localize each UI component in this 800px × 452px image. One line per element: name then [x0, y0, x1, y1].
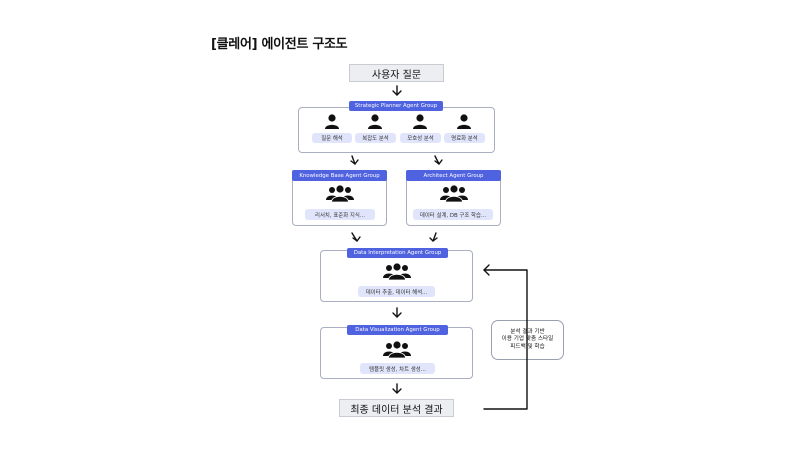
- data-visualization-item: 템플릿 생성, 차트 생성...: [360, 363, 435, 374]
- data-interpretation-item: 데이터 추출, 데이터 해석...: [358, 286, 435, 297]
- people-group-icon: [326, 184, 354, 202]
- people-group-icon: [440, 184, 468, 202]
- strategic-planner-header: Strategic Planner Agent Group: [349, 101, 443, 111]
- arrow-down-icon: [392, 307, 402, 318]
- arrow-down-icon: [350, 155, 359, 165]
- knowledge-base-header: Knowledge Base Agent Group: [292, 170, 387, 181]
- person-icon: [325, 114, 339, 129]
- strategic-item-3: 모호성 분석: [400, 133, 441, 143]
- strategic-item-2: 복잡도 분석: [355, 133, 396, 143]
- user-question-box: 사용자 질문: [349, 64, 444, 82]
- architect-item: 데이터 설계, DB 구조 학습...: [413, 209, 493, 220]
- arrow-down-icon: [392, 383, 402, 394]
- arrow-down-icon: [434, 155, 443, 165]
- people-group-icon: [383, 262, 411, 280]
- data-interpretation-header: Data Interpretation Agent Group: [347, 248, 448, 258]
- architect-header: Architect Agent Group: [406, 170, 501, 181]
- person-icon: [368, 114, 382, 129]
- arrow-left-icon: [483, 264, 528, 410]
- user-question-label: 사용자 질문: [371, 69, 422, 81]
- strategic-item-1: 질문 해석: [312, 133, 352, 143]
- person-icon: [457, 114, 471, 129]
- arrow-down-icon: [351, 232, 361, 242]
- people-group-icon: [383, 340, 411, 358]
- strategic-item-4: 명료화 분석: [444, 133, 485, 143]
- page-title: [클레어] 에이전트 구조도: [211, 37, 348, 52]
- final-result-label: 최종 데이터 분석 결과: [350, 404, 443, 416]
- final-result-box: 최종 데이터 분석 결과: [339, 399, 454, 417]
- data-visualization-header: Data Visualization Agent Group: [347, 325, 448, 335]
- knowledge-base-item: 리서치, 표준화 지식...: [305, 209, 375, 220]
- person-icon: [413, 114, 427, 129]
- arrow-down-icon: [392, 85, 402, 96]
- arrow-down-icon: [429, 232, 438, 242]
